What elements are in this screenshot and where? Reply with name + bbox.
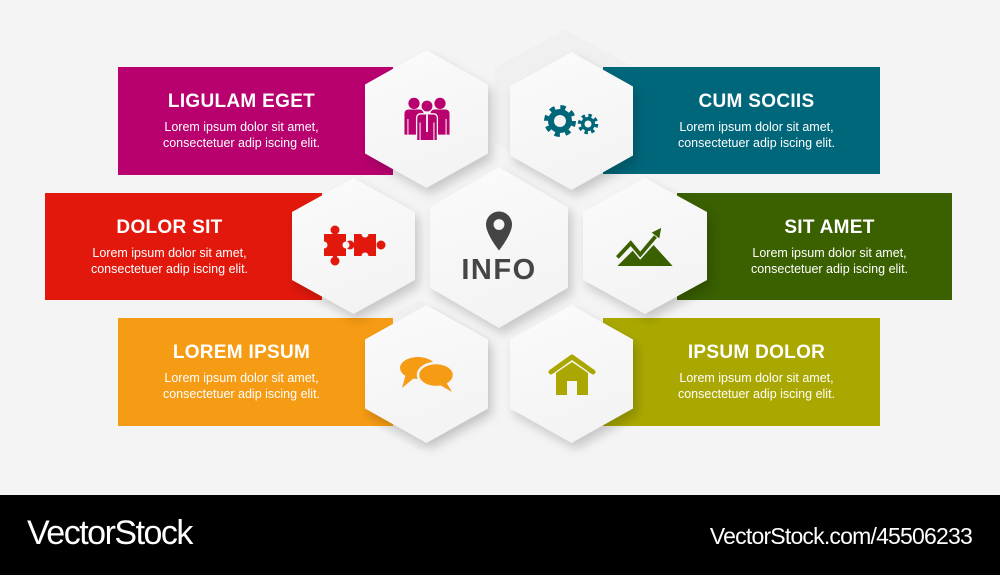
hexagon-info-center: INFO: [430, 167, 568, 328]
item-text-line: Lorem ipsum dolor sit amet,: [679, 371, 834, 385]
item-text-line: consectetuer adip iscing elit.: [90, 262, 249, 276]
item-bar-dolor-sit: DOLOR SIT Lorem ipsum dolor sit amet, co…: [45, 193, 322, 300]
item-text-line: consectetuer adip iscing elit.: [677, 387, 836, 401]
gears-icon: [543, 105, 598, 137]
info-label: INFO: [461, 253, 537, 286]
hexagon-growth-chart: [583, 178, 707, 314]
item-text-line: Lorem ipsum dolor sit amet,: [679, 120, 834, 134]
item-bar-cum-sociis: CUM SOCIIS Lorem ipsum dolor sit amet, c…: [603, 67, 880, 174]
item-text-line: Lorem ipsum dolor sit amet,: [92, 246, 247, 260]
item-text-line: Lorem ipsum dolor sit amet,: [164, 371, 319, 385]
item-text-line: consectetuer adip iscing elit.: [677, 136, 836, 150]
item-text-line: Lorem ipsum dolor sit amet,: [164, 120, 319, 134]
item-bar-sit-amet: SIT AMET Lorem ipsum dolor sit amet, con…: [677, 193, 952, 300]
item-bar-ligulam-eget: LIGULAM EGET Lorem ipsum dolor sit amet,…: [118, 67, 393, 175]
item-title: SIT AMET: [784, 217, 875, 238]
hexagon-home: [510, 305, 633, 443]
brand-logo-text: VectorStock: [27, 514, 193, 552]
image-url-text: VectorStock.com/45506233: [709, 523, 973, 549]
item-text-line: consectetuer adip iscing elit.: [162, 136, 321, 150]
hexagon-speech: [365, 305, 488, 443]
item-text-line: Lorem ipsum dolor sit amet,: [752, 246, 907, 260]
footer-watermark-bar: VectorStock VectorStock.com/45506233: [0, 495, 1000, 575]
home-icon: [548, 354, 595, 395]
speech-bubbles-icon: [399, 357, 455, 392]
hexagon-puzzle: [292, 178, 415, 314]
item-bar-lorem-ipsum: LOREM IPSUM Lorem ipsum dolor sit amet, …: [118, 318, 393, 426]
infographic-canvas: LIGULAM EGET Lorem ipsum dolor sit amet,…: [45, 50, 952, 443]
growth-chart-icon: [614, 227, 673, 266]
map-pin-icon: [486, 211, 512, 250]
item-title: IPSUM DOLOR: [687, 342, 826, 363]
item-text-line: consectetuer adip iscing elit.: [162, 387, 321, 401]
item-text-line: consectetuer adip iscing elit.: [750, 262, 909, 276]
item-title: CUM SOCIIS: [698, 91, 815, 112]
hexagon-gears: [510, 52, 633, 190]
item-bar-ipsum-dolor: IPSUM DOLOR Lorem ipsum dolor sit amet, …: [603, 318, 880, 426]
item-title: DOLOR SIT: [116, 217, 223, 238]
item-title: LOREM IPSUM: [172, 342, 311, 363]
item-title: LIGULAM EGET: [167, 91, 316, 112]
puzzle-icon: [320, 225, 385, 266]
people-icon: [403, 97, 450, 142]
hexagon-people: [365, 50, 488, 188]
